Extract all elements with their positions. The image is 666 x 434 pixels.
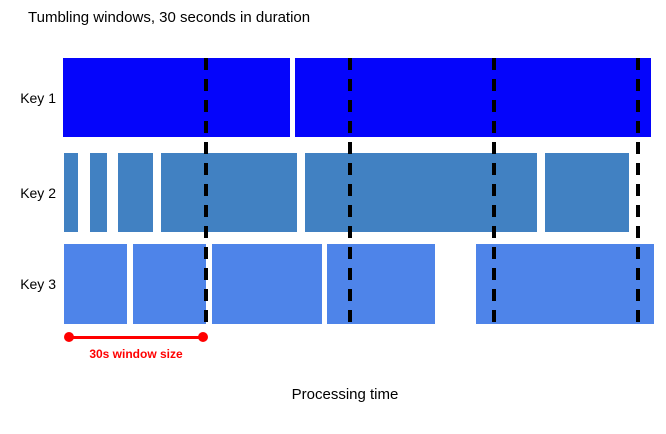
window-size-annotation: 30s window size bbox=[89, 347, 183, 361]
bar-segment-row3-4 bbox=[327, 244, 435, 324]
bar-segment-row3-3 bbox=[212, 244, 322, 324]
bar-segment-row2-1 bbox=[64, 153, 78, 232]
bar-segment-row2-6 bbox=[545, 153, 629, 232]
window-boundary-30s bbox=[204, 58, 208, 326]
window-size-arrow-line bbox=[66, 336, 206, 339]
bar-segment-row2-4 bbox=[161, 153, 297, 232]
bar-segment-row1-1 bbox=[63, 58, 290, 137]
window-size-arrow-left-endpoint-icon bbox=[64, 332, 74, 342]
bar-segment-row2-3 bbox=[118, 153, 153, 232]
row-label-key-3: Key 3 bbox=[20, 276, 56, 292]
bar-segment-row3-1 bbox=[64, 244, 127, 324]
bar-segment-row3-2 bbox=[133, 244, 206, 324]
row-label-key-2: Key 2 bbox=[20, 184, 56, 201]
row-label-key-1: Key 1 bbox=[20, 89, 56, 106]
figure-title: Tumbling windows, 30 seconds in duration bbox=[28, 9, 311, 26]
bar-segment-row3-5 bbox=[476, 244, 654, 324]
window-boundary-120s bbox=[636, 58, 640, 326]
x-axis-label: Processing time bbox=[291, 386, 399, 403]
window-boundary-60s bbox=[348, 58, 352, 326]
bar-segment-row2-5 bbox=[305, 153, 537, 232]
window-boundary-90s bbox=[492, 58, 496, 326]
bar-segment-row2-2 bbox=[90, 153, 107, 232]
window-size-arrow-right-endpoint-icon bbox=[198, 332, 208, 342]
bar-segment-row1-2 bbox=[295, 58, 651, 137]
